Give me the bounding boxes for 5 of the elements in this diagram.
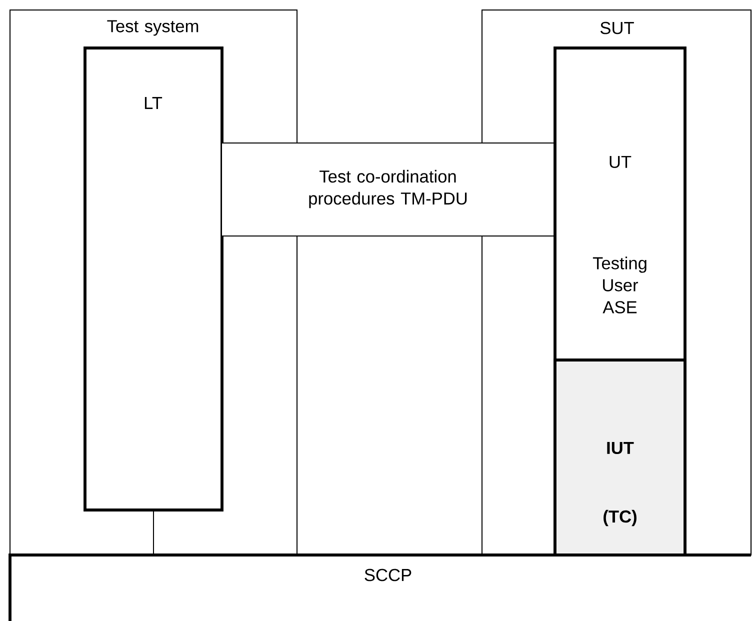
sccp-layer: SCCP — [8, 554, 751, 621]
connector-line — [153, 510, 154, 556]
implementation-box: IUT (TC) — [554, 358, 686, 556]
layer-box: LT — [84, 46, 224, 512]
procedure-band: Test co-ordination procedures TM-PDU — [222, 142, 556, 236]
